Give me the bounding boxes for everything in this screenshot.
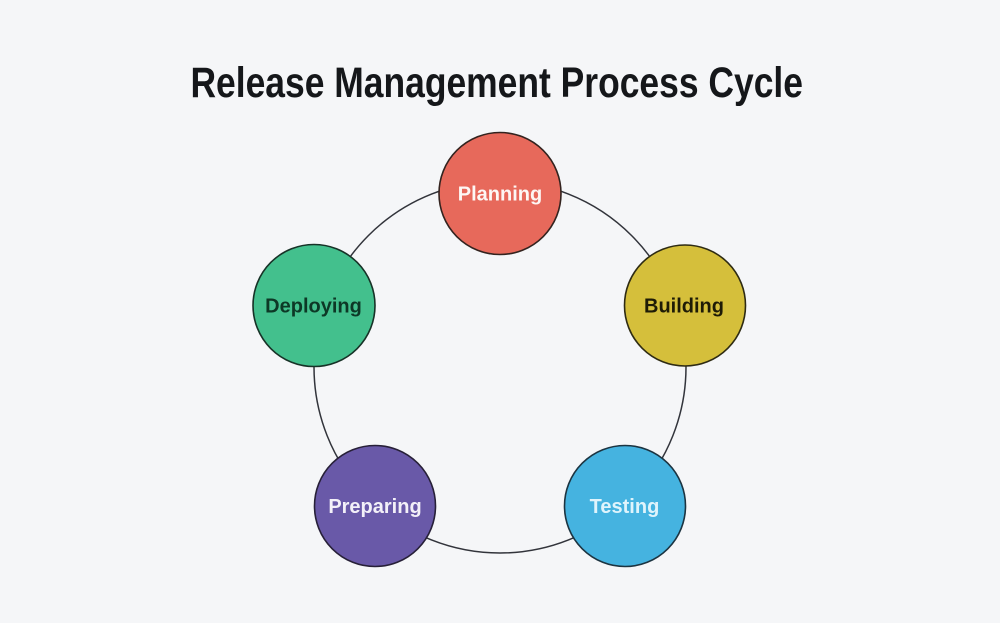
svg-text:Planning: Planning [458, 184, 542, 206]
svg-text:Deploying: Deploying [265, 296, 362, 318]
svg-text:Preparing: Preparing [328, 496, 421, 518]
svg-text:Building: Building [644, 296, 724, 318]
svg-text:Testing: Testing [590, 496, 660, 518]
